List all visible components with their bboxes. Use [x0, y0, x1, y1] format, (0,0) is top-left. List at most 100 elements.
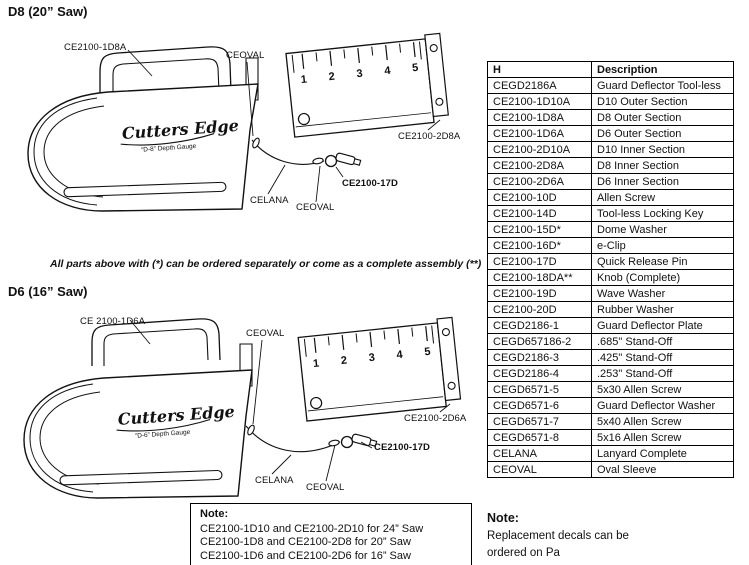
- quick-release-pin: [342, 434, 378, 448]
- table-row: CEGD2186-4.253" Stand-Off: [487, 365, 734, 382]
- part-number-cell: CEGD2186-3: [487, 349, 592, 366]
- leader-lines: [128, 50, 440, 202]
- handle-inner: [104, 329, 208, 366]
- quick-release-pin: [326, 153, 362, 167]
- bracket-hole-top: [430, 44, 438, 52]
- leader-oval-top: [247, 62, 253, 136]
- ruler-number-3: 3: [356, 68, 363, 81]
- outer-section-body: [28, 84, 258, 211]
- part-number-cell: CE2100-15D*: [487, 221, 592, 238]
- part-number-cell: CEGD6571-7: [487, 413, 592, 430]
- gauge-slot: [60, 470, 222, 485]
- mounting-hole: [310, 397, 322, 409]
- decals-note-title: Note:: [487, 511, 519, 525]
- bracket-hole-top: [442, 328, 450, 336]
- pin-body: [335, 153, 355, 166]
- table-row: CE2100-16D*e-Clip: [487, 237, 734, 254]
- ruler-number-1: 1: [300, 74, 307, 87]
- ruler-number-3: 3: [368, 352, 375, 365]
- ruler-minor-ticks: [292, 42, 421, 73]
- leader-oval-top: [253, 340, 262, 424]
- handle-inner: [113, 59, 219, 98]
- part-number-cell: CEGD657186-2: [487, 333, 592, 350]
- end-bracket: [437, 317, 460, 400]
- table-row: CEGD2186-3.425" Stand-Off: [487, 349, 734, 366]
- description-cell: 5x40 Allen Screw: [591, 413, 734, 430]
- part-number-cell: CEGD6571-6: [487, 397, 592, 414]
- column-header-description: Description: [591, 61, 734, 78]
- part-number-cell: CEGD6571-8: [487, 429, 592, 446]
- d8-diagram: Cutters Edge “D-8” Depth Gauge 1 2 3 4 5: [0, 18, 480, 268]
- description-cell: Allen Screw: [591, 189, 734, 206]
- part-number-cell: CE2100-17D: [487, 253, 592, 270]
- handle: [100, 47, 231, 98]
- leader-pin: [336, 167, 343, 177]
- part-number-cell: CEGD6571-5: [487, 381, 592, 398]
- label-d8-pin: CE2100-17D: [342, 178, 398, 189]
- part-number-cell: CE2100-1D10A: [487, 93, 592, 110]
- inner-section-plate: 1 2 3 4 5: [286, 33, 449, 137]
- column-header-h: H: [487, 61, 592, 78]
- lanyard-cord: [246, 426, 340, 452]
- ruler-number-4: 4: [384, 65, 392, 78]
- bracket-hole-bottom: [448, 382, 456, 390]
- description-cell: D10 Inner Section: [591, 141, 734, 158]
- part-number-cell: CE2100-18DA**: [487, 269, 592, 286]
- plate-fold-line: [296, 113, 431, 127]
- description-cell: .425" Stand-Off: [591, 349, 734, 366]
- label-d6-oval-top: CEOVAL: [246, 328, 285, 339]
- description-cell: Knob (Complete): [591, 269, 734, 286]
- table-row: CE2100-15D*Dome Washer: [487, 221, 734, 238]
- note-line: CE2100-1D6 and CE2100-2D6 for 16” Saw: [200, 549, 411, 562]
- leader-inner-section: [428, 120, 440, 130]
- part-number-cell: CE2100-20D: [487, 301, 592, 318]
- leader-pin: [361, 442, 372, 448]
- description-cell: Quick Release Pin: [591, 253, 734, 270]
- label-d8-outer-section: CE2100-1D8A: [64, 42, 127, 53]
- part-number-cell: CE2100-2D10A: [487, 141, 592, 158]
- part-number-cell: CE2100-16D*: [487, 237, 592, 254]
- part-number-cell: CE2100-14D: [487, 205, 592, 222]
- leader-inner-section: [440, 404, 450, 412]
- part-number-cell: CEGD2186A: [487, 77, 592, 94]
- bracket-hole-bottom: [436, 98, 444, 106]
- description-cell: .685" Stand-Off: [591, 333, 734, 350]
- part-number-cell: CE2100-2D6A: [487, 173, 592, 190]
- ruler-number-1: 1: [312, 358, 319, 371]
- table-row: CE2100-18DA**Knob (Complete): [487, 269, 734, 286]
- part-number-cell: CE2100-1D8A: [487, 109, 592, 126]
- description-cell: D8 Inner Section: [591, 157, 734, 174]
- logo-underline: [120, 134, 214, 147]
- note-line: CE2100-1D10 and CE2100-2D10 for 24” Saw: [200, 522, 424, 535]
- part-number-cell: CE2100-10D: [487, 189, 592, 206]
- leader-oval-bottom: [326, 445, 335, 481]
- inner-section-plate: 1 2 3 4 5: [298, 317, 461, 421]
- decal-text: “D-8” Depth Gauge: [141, 143, 197, 154]
- pin-ring: [342, 437, 353, 448]
- label-d8-inner-section: CE2100-2D8A: [398, 131, 461, 142]
- description-cell: Guard Deflector Tool-less: [591, 77, 734, 94]
- mounting-hole: [298, 113, 310, 125]
- saw-size-note-box: Note: CE2100-1D10 and CE2100-2D10 for 24…: [190, 503, 472, 565]
- d6-diagram: Cutters Edge “D-6” Depth Gauge 1 2 3 4 5: [0, 308, 480, 563]
- description-cell: Oval Sleeve: [591, 461, 734, 478]
- part-number-cell: CE2100-1D6A: [487, 125, 592, 142]
- leader-oval-bottom: [316, 166, 320, 202]
- body-edge-line: [34, 98, 97, 205]
- leader-outer-section: [128, 50, 152, 76]
- ruler-minor-ticks: [304, 326, 433, 357]
- description-cell: Wave Washer: [591, 285, 734, 302]
- table-header-row: H Description: [487, 61, 734, 78]
- pin-ring: [326, 156, 337, 167]
